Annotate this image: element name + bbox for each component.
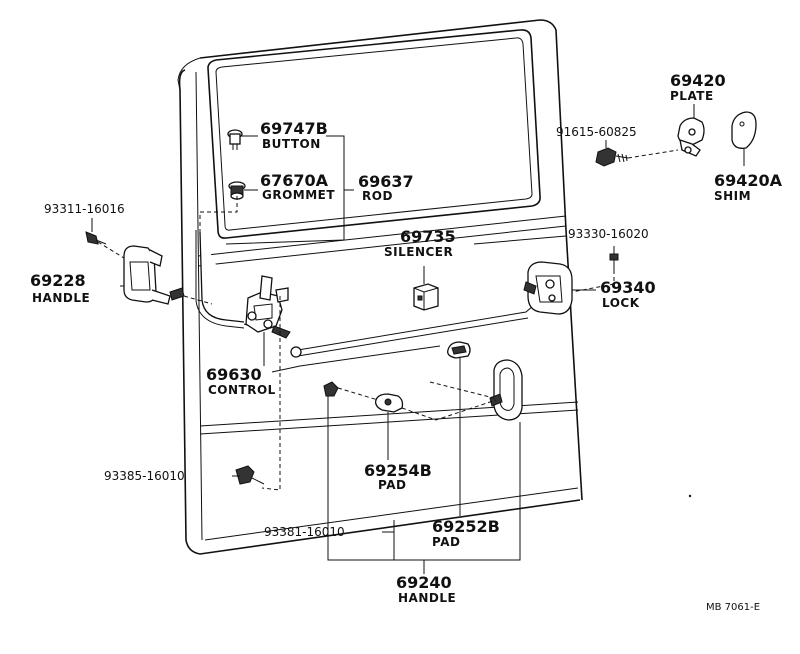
label-silencer-word: SILENCER bbox=[384, 245, 453, 259]
control-part bbox=[245, 275, 291, 339]
label-inner-handle-word: HANDLE bbox=[398, 591, 456, 605]
label-grommet-word: GROMMET bbox=[262, 188, 335, 202]
label-pad-69252b-word: PAD bbox=[432, 535, 460, 549]
label-screw-93381: 93381-16010 bbox=[264, 525, 345, 539]
lock-rod bbox=[290, 299, 541, 358]
label-pad-69254b-word: PAD bbox=[378, 478, 406, 492]
label-plate-number: 69420 bbox=[670, 71, 726, 90]
label-shim-number: 69420A bbox=[714, 171, 783, 190]
label-lock-number: 69340 bbox=[600, 278, 656, 297]
label-outer-handle-number: 69228 bbox=[30, 271, 86, 290]
label-pad-69252b-number: 69252B bbox=[432, 517, 500, 536]
label-plate-word: PLATE bbox=[670, 89, 714, 103]
diagram-reference-code: MB 7061-E bbox=[706, 602, 760, 613]
screw-93381-part bbox=[323, 381, 339, 397]
shim-part bbox=[731, 111, 757, 149]
outer-handle-part bbox=[123, 245, 185, 305]
inner-handle-part bbox=[489, 359, 523, 421]
label-shim-word: SHIM bbox=[714, 189, 751, 203]
labels: 69747B BUTTON 67670A GROMMET 69637 ROD 6… bbox=[30, 71, 783, 613]
label-control-word: CONTROL bbox=[208, 383, 276, 397]
screw-91615-part bbox=[595, 147, 629, 167]
label-grommet-number: 67670A bbox=[260, 171, 329, 190]
label-screw-93385: 93385-16010 bbox=[104, 469, 185, 483]
window-frame bbox=[207, 29, 541, 239]
label-screw-93311: 93311-16016 bbox=[44, 202, 125, 216]
plate-part bbox=[677, 117, 705, 157]
dashed-lines bbox=[97, 149, 679, 491]
silencer-part bbox=[413, 283, 439, 311]
label-rod-number: 69637 bbox=[358, 172, 414, 191]
pad-69252b-part bbox=[447, 341, 471, 359]
label-lock-word: LOCK bbox=[602, 296, 640, 310]
door-panel bbox=[177, 19, 583, 555]
leader-lines bbox=[91, 104, 745, 574]
label-silencer-number: 69735 bbox=[400, 227, 456, 246]
label-pad-69254b-number: 69254B bbox=[364, 461, 432, 480]
screw-93385-part bbox=[235, 465, 265, 485]
screw-93311-part bbox=[85, 231, 107, 245]
dot-mark bbox=[688, 494, 692, 498]
label-control-number: 69630 bbox=[206, 365, 262, 384]
label-button-number: 69747B bbox=[260, 119, 328, 138]
label-button-word: BUTTON bbox=[262, 137, 321, 151]
label-outer-handle-word: HANDLE bbox=[32, 291, 90, 305]
label-screw-91615: 91615-60825 bbox=[556, 125, 637, 139]
screw-93330-part bbox=[609, 253, 619, 270]
button-part bbox=[227, 129, 243, 150]
pad-69254b-part bbox=[374, 393, 404, 413]
label-inner-handle-number: 69240 bbox=[396, 573, 452, 592]
label-screw-93330: 93330-16020 bbox=[568, 227, 649, 241]
lock-part bbox=[523, 261, 573, 315]
label-rod-word: ROD bbox=[362, 189, 393, 203]
